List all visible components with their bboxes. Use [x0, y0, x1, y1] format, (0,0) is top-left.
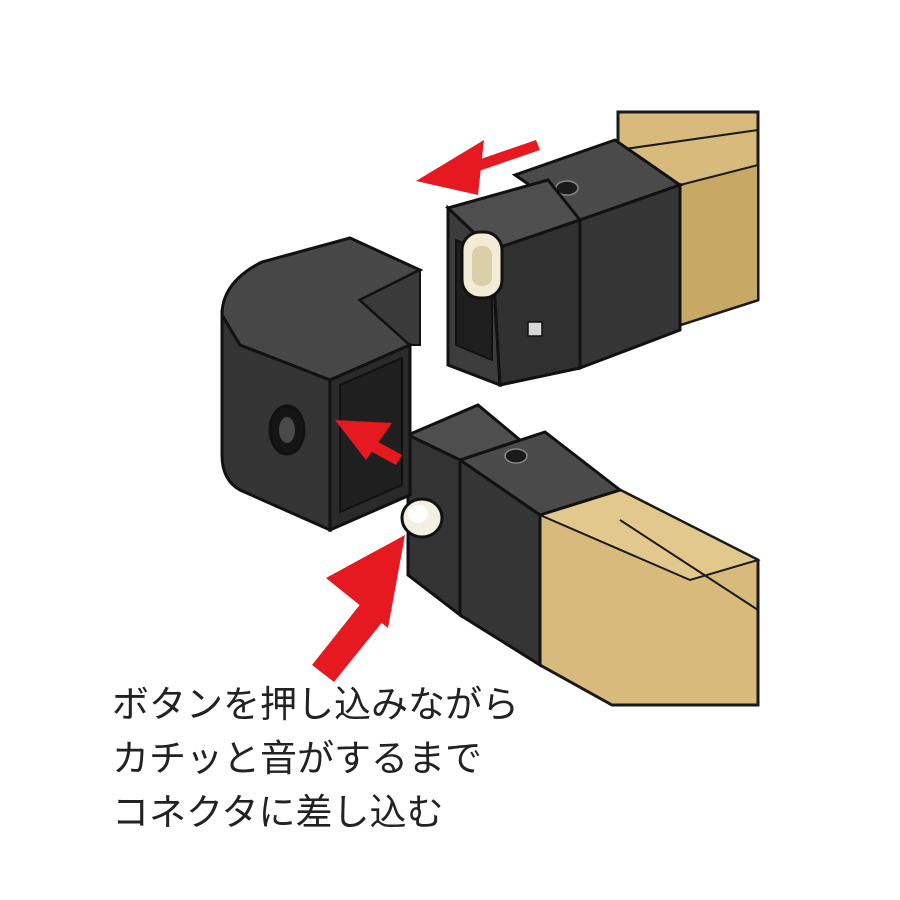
instruction-caption: ボタンを押し込みながら カチッと音がするまで コネクタに差し込む: [112, 678, 672, 840]
push-button-icon: [400, 497, 444, 539]
instruction-line-3: コネクタに差し込む: [112, 791, 444, 834]
screw-hole-icon: [504, 448, 528, 464]
arrow-icon: [416, 140, 540, 195]
upper-connector-end: [445, 178, 583, 388]
corner-connector: [220, 236, 424, 533]
instruction-line-2: カチッと音がするまで: [112, 737, 482, 780]
upper-sleeve: [511, 138, 684, 371]
lower-sleeve: [456, 430, 624, 668]
instruction-line-1: ボタンを押し込みながら: [112, 683, 519, 726]
arrow-icon: [335, 420, 402, 465]
lower-wood-beam: [537, 488, 761, 707]
arrow-icon: [312, 535, 405, 682]
